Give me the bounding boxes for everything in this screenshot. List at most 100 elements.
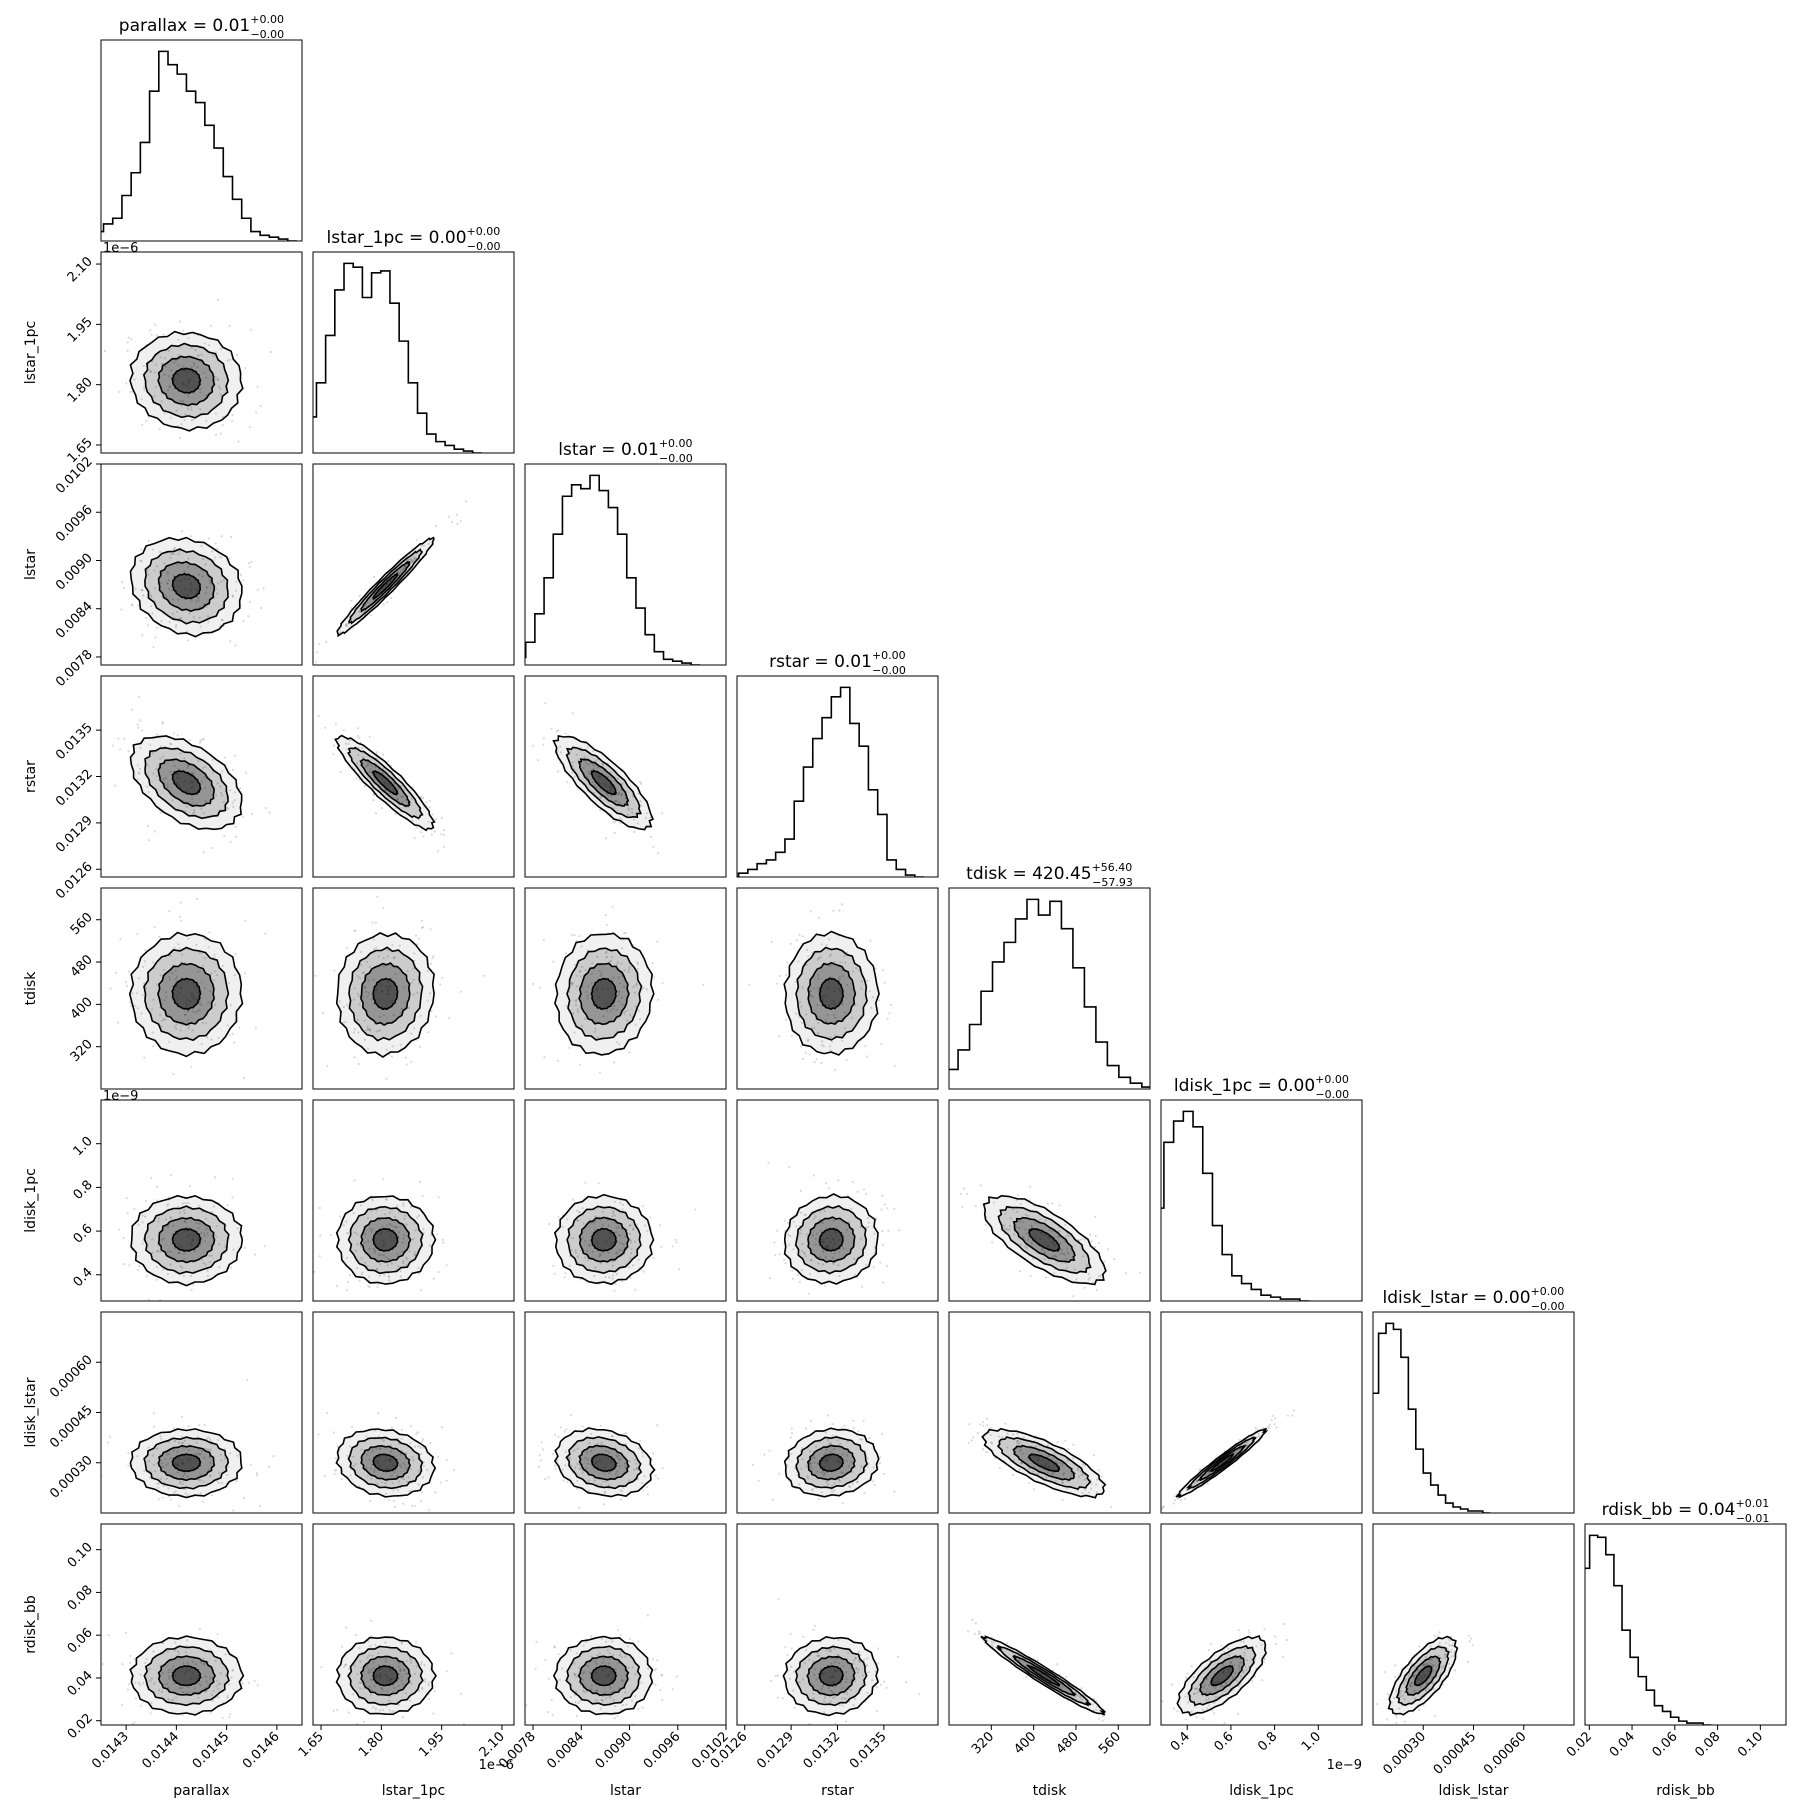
sample-point [813, 1217, 816, 1220]
sample-point [176, 1471, 179, 1474]
sample-point [768, 1449, 771, 1452]
sample-point [137, 604, 140, 607]
sample-point [550, 1698, 553, 1701]
sample-point [856, 1480, 859, 1483]
sample-point [623, 985, 626, 988]
sample-point [851, 1482, 854, 1485]
sample-point [386, 1676, 389, 1679]
sample-point [381, 1481, 384, 1484]
sample-point [140, 398, 143, 401]
sample-point [841, 1245, 844, 1248]
panel-frame [312, 463, 515, 666]
sample-point [127, 1464, 130, 1467]
sample-point [1058, 1204, 1061, 1207]
sample-point [1251, 1680, 1254, 1683]
sample-point [410, 797, 413, 800]
sample-point [641, 1451, 644, 1454]
sample-point [611, 905, 614, 908]
sample-point [404, 1214, 407, 1217]
sample-point [624, 1010, 627, 1013]
sample-point [167, 389, 170, 392]
sample-point [203, 1234, 206, 1238]
sample-point [875, 1686, 878, 1689]
sample-point [144, 949, 147, 952]
sample-point [605, 1240, 608, 1244]
sample-point [405, 1660, 408, 1663]
sample-point [432, 1277, 435, 1280]
sample-point [871, 1679, 874, 1682]
sample-point [959, 1192, 962, 1196]
sample-point [609, 788, 612, 791]
sample-point [600, 1637, 604, 1641]
sample-point [1055, 1255, 1058, 1258]
sample-point [561, 1468, 564, 1471]
sample-point [1436, 1635, 1440, 1638]
sample-point [339, 1215, 342, 1218]
sample-point [598, 775, 601, 778]
x-tick-label: 0.08 [1692, 1729, 1723, 1760]
sample-point [353, 987, 356, 990]
sample-point [218, 1683, 221, 1686]
sample-point [592, 768, 595, 771]
sample-point [1176, 1710, 1179, 1713]
sample-point [569, 751, 572, 754]
sample-point [374, 1249, 377, 1252]
sample-point [574, 1004, 578, 1007]
sample-point [231, 801, 234, 804]
sample-point [627, 809, 630, 812]
sample-point [831, 1696, 834, 1699]
panel-content [751, 1414, 896, 1505]
sample-point [441, 1238, 444, 1241]
sample-point [570, 1464, 573, 1467]
y-tick-label: 0.0129 [53, 813, 96, 856]
sample-point [394, 1237, 397, 1240]
sample-point [298, 1263, 300, 1265]
title-sub: −0.00 [467, 240, 501, 253]
sample-point [135, 992, 139, 995]
sample-point [391, 1482, 394, 1485]
sample-point [380, 990, 383, 993]
sample-point [118, 390, 121, 393]
sample-point [390, 1677, 393, 1681]
sample-point [202, 1657, 205, 1660]
sample-point [1090, 1487, 1093, 1490]
sample-point [121, 581, 124, 584]
sample-point [182, 1274, 185, 1277]
sample-point [272, 1455, 275, 1458]
sample-point [186, 766, 189, 769]
sample-point [356, 1233, 359, 1236]
sample-point [199, 407, 202, 411]
sample-point [1261, 1426, 1264, 1430]
sample-point [359, 741, 362, 744]
sample-point [569, 1696, 572, 1699]
sample-point [593, 1030, 596, 1033]
sample-point [1046, 1444, 1049, 1447]
sample-point [1228, 1668, 1231, 1671]
sample-point [844, 961, 847, 964]
sample-point [1412, 1667, 1415, 1670]
sample-point [1419, 1674, 1422, 1677]
sample-point [1202, 1686, 1205, 1689]
sample-point [601, 988, 604, 991]
sample-point [629, 1224, 632, 1227]
sample-point [377, 1283, 380, 1286]
sample-point [410, 1661, 413, 1664]
sample-point [197, 1452, 200, 1455]
sample-point [564, 1272, 567, 1275]
sample-point [177, 354, 180, 357]
y-axis-label-ldisk_1pc: ldisk_1pc [23, 1168, 39, 1233]
sample-point [182, 1691, 185, 1694]
sample-point [185, 790, 189, 793]
sample-point [597, 1442, 600, 1445]
sample-point [191, 781, 195, 784]
sample-point [590, 1432, 593, 1435]
sample-point [628, 1232, 631, 1235]
sample-point [206, 1270, 209, 1273]
sample-point [1006, 1432, 1009, 1436]
sample-point [564, 952, 568, 955]
sample-point [1403, 1691, 1406, 1694]
sample-point [422, 797, 425, 800]
sample-point [634, 1023, 637, 1026]
sample-point [232, 1669, 235, 1672]
sample-point [244, 771, 247, 774]
